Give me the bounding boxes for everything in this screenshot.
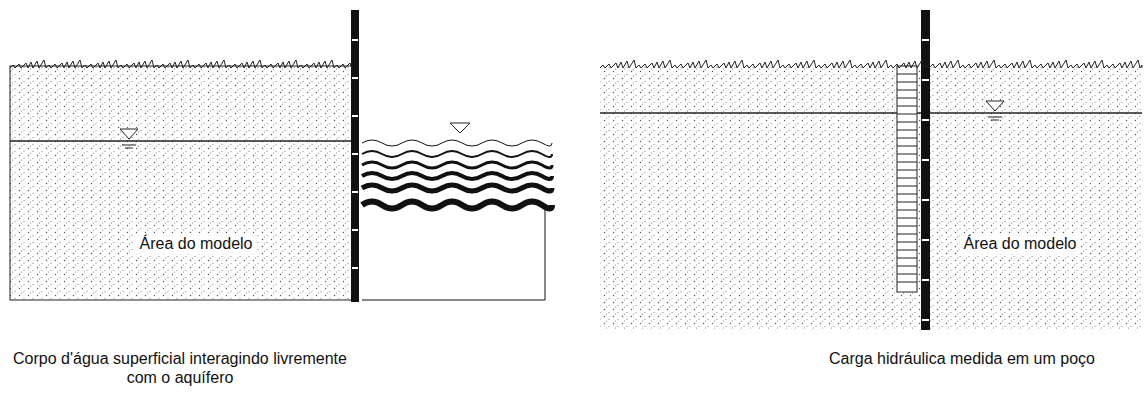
soil-block	[10, 66, 352, 300]
grass-line	[600, 60, 1142, 68]
surface-water	[362, 140, 552, 300]
grass-line	[10, 60, 352, 68]
model-boundary	[921, 10, 930, 330]
well-casing	[897, 66, 917, 292]
water-table	[10, 140, 352, 141]
water-table-symbol	[120, 129, 138, 148]
water-table	[600, 112, 1142, 113]
water-table-symbol	[986, 101, 1004, 120]
region-label: Área do modelo	[960, 233, 1081, 254]
caption: Carga hidráulica medida em um poço	[782, 349, 1142, 368]
caption: Corpo d'água superficial interagindo liv…	[5, 349, 355, 387]
model-boundary	[351, 10, 359, 302]
soil-block	[600, 66, 1142, 330]
water-table-symbol	[450, 123, 470, 133]
region-label: Área do modelo	[136, 233, 257, 254]
